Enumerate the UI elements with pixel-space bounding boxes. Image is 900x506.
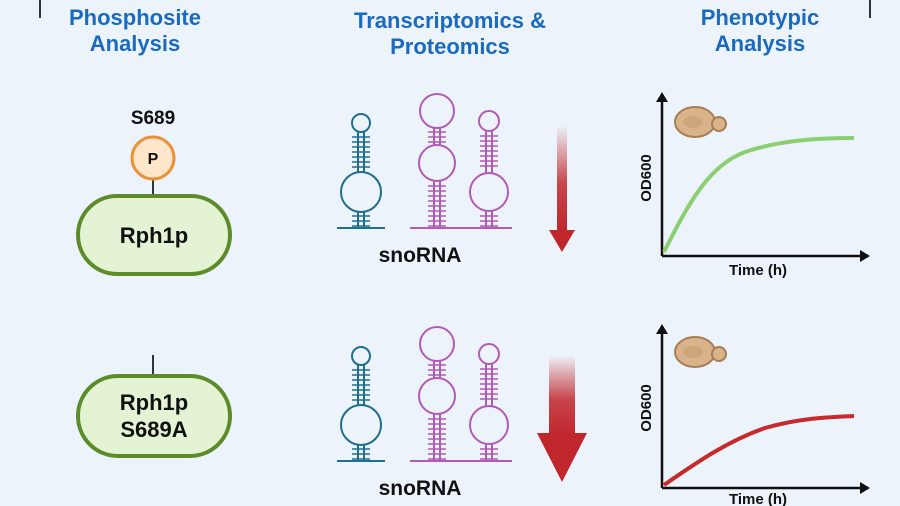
- protein-rph1p-wildtype: [76, 194, 232, 276]
- protein-label-mutant-1: Rph1p: [120, 390, 188, 415]
- header-omics: Transcriptomics & Proteomics: [320, 8, 580, 60]
- growth-curve-mutant: [662, 414, 855, 487]
- header-phenotypic-line1: Phenotypic: [700, 5, 820, 30]
- y-axis-label: OD600: [638, 154, 655, 202]
- growth-chart-top: OD600 Time (h): [638, 92, 870, 279]
- phosphate-circle: [130, 135, 176, 181]
- decrease-arrow-large: [537, 355, 587, 482]
- x-axis-arrowhead: [860, 482, 870, 494]
- header-phenotypic-line2: Analysis: [714, 31, 806, 56]
- snorna-hairpin-purple-large: [418, 326, 456, 461]
- snorna-label-top: snoRNA: [379, 244, 462, 267]
- protein-rph1p-mutant: [76, 374, 232, 458]
- protein-label-wildtype: Rph1p: [120, 223, 188, 248]
- phosphate-label: P: [148, 151, 159, 168]
- y-axis-label: OD600: [638, 384, 655, 432]
- header-phosphosite-line1: Phosphosite: [68, 5, 201, 30]
- snorna-group-bottom: snoRNA: [336, 326, 512, 500]
- x-axis-label: Time (h): [729, 491, 787, 506]
- protein-label-mutant-2: S689A: [120, 417, 187, 442]
- snorna-hairpin-blue: [336, 346, 386, 462]
- growth-chart-bottom: OD600 Time (h): [638, 324, 870, 506]
- decrease-arrow-small: [549, 125, 575, 252]
- snorna-hairpin-purple-large: [418, 93, 456, 228]
- phosphosite-top: S689 P Rph1p: [76, 108, 232, 276]
- header-omics-line1: Transcriptomics &: [354, 8, 546, 33]
- header-phosphosite-line2: Analysis: [89, 31, 181, 56]
- phosphosite-bottom: Rph1p S689A: [76, 355, 232, 458]
- snorna-hairpin-blue: [336, 113, 386, 229]
- header-phosphosite: Phosphosite Analysis: [40, 5, 230, 57]
- snorna-hairpin-purple-small: [469, 110, 509, 228]
- yeast-cell-icon: [674, 336, 727, 368]
- y-axis-arrowhead: [656, 324, 668, 334]
- snorna-group-top: snoRNA: [336, 93, 512, 267]
- header-phenotypic: Phenotypic Analysis: [650, 5, 870, 57]
- growth-curve-wildtype: [662, 136, 855, 253]
- yeast-cell-icon: [674, 106, 727, 138]
- x-axis-label: Time (h): [729, 262, 787, 279]
- y-axis-arrowhead: [656, 92, 668, 102]
- site-label: S689: [131, 108, 175, 129]
- snorna-label-bottom: snoRNA: [379, 477, 462, 500]
- header-omics-line2: Proteomics: [390, 34, 510, 59]
- snorna-hairpin-purple-small: [469, 343, 509, 461]
- x-axis-arrowhead: [860, 250, 870, 262]
